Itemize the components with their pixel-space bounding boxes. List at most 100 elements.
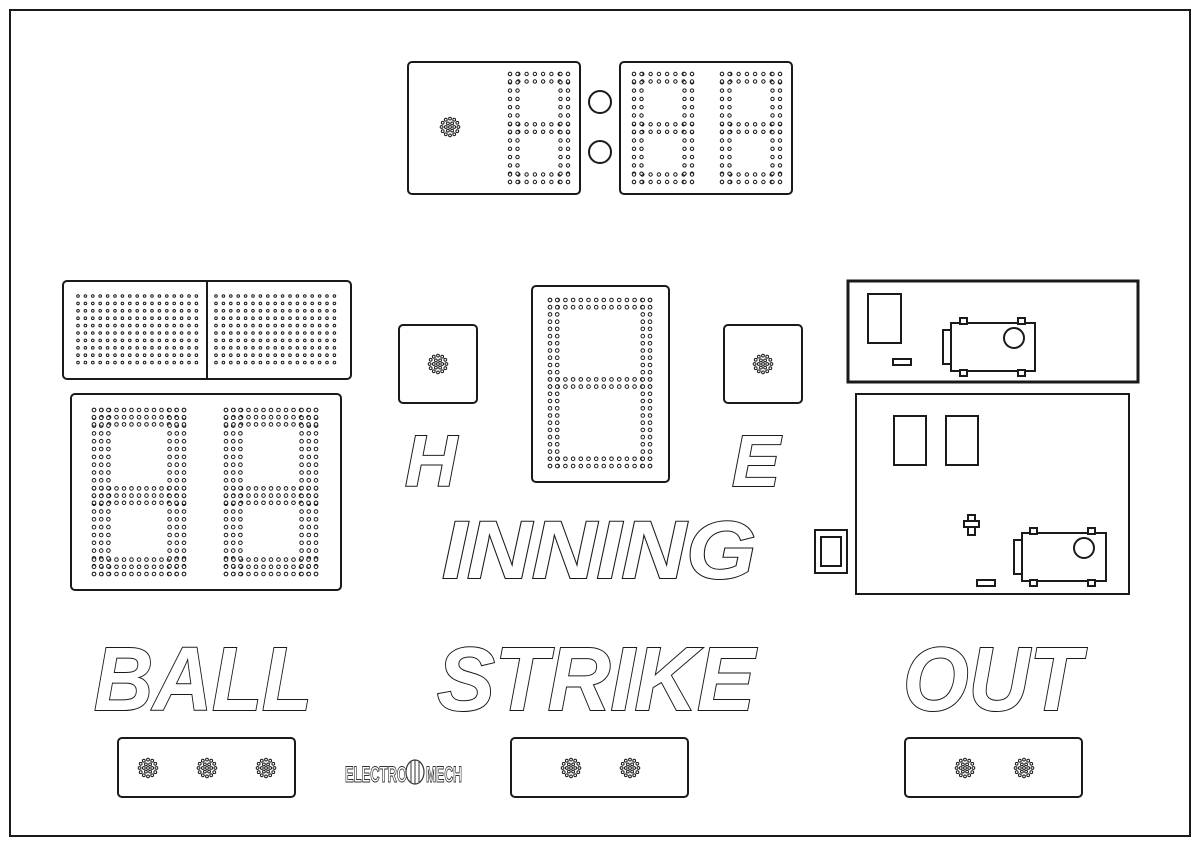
lamp-dot <box>313 462 319 468</box>
lamp-dot <box>144 493 149 498</box>
lamp-dot <box>325 323 329 328</box>
lamp-dot <box>167 454 172 460</box>
lamp-dot <box>570 377 576 382</box>
lamp-dot <box>165 338 169 343</box>
lamp-dot <box>640 326 646 332</box>
lamp-dot <box>1026 766 1031 770</box>
lamp-dot <box>150 773 155 778</box>
lamp-dot <box>631 105 637 110</box>
lamp-dot <box>157 338 162 343</box>
svg-text:MECH: MECH <box>426 762 462 787</box>
lamp-dot <box>443 132 448 137</box>
lamp-dot <box>554 391 560 397</box>
lamp-dot <box>83 316 88 321</box>
lamp-dot <box>609 377 614 382</box>
lamp-dot <box>632 456 637 462</box>
lamp-dot <box>136 407 142 413</box>
lamp-dot <box>223 422 229 427</box>
lamp-dot <box>630 762 634 767</box>
out-indicator-panel <box>904 737 1083 798</box>
lamp-dot <box>230 524 236 530</box>
lamp-dot <box>507 96 513 102</box>
lamp-dot <box>174 470 180 475</box>
lamp-dot <box>647 355 653 361</box>
clock-minutes-panel <box>407 61 581 195</box>
lamp-dot <box>273 301 278 306</box>
lamp-dot <box>565 179 571 185</box>
lamp-dot <box>647 434 653 440</box>
lamp-dot <box>223 462 229 468</box>
lamp-dot <box>253 557 259 562</box>
lamp-dot <box>306 454 312 460</box>
lamp-dot <box>756 362 761 366</box>
lamp-dot <box>965 769 969 774</box>
lamp-dot <box>159 500 164 506</box>
lamp-dot <box>971 766 976 770</box>
lamp-dot <box>682 146 687 152</box>
lamp-dot <box>569 757 573 762</box>
lamp-dot <box>593 377 599 382</box>
lamp-dot <box>230 532 236 538</box>
lamp-dot <box>264 757 268 762</box>
lamp-dot <box>631 71 637 77</box>
lamp-dot <box>214 301 218 306</box>
lamp-dot <box>306 524 312 530</box>
lamp-dot <box>98 360 102 365</box>
lamp-dot <box>291 571 296 577</box>
lamp-dot <box>639 146 644 152</box>
lamp-dot <box>98 353 102 358</box>
lamp-dot <box>174 524 180 530</box>
electro-mech-logo: ELECTRO MECH <box>345 759 463 788</box>
lamp-dot <box>524 179 529 185</box>
lamp-dot <box>230 540 236 546</box>
lamp-dot <box>273 331 278 335</box>
lamp-dot <box>640 449 646 454</box>
lamp-dot <box>258 309 263 313</box>
lamp-dot <box>167 540 172 546</box>
lamp-dot <box>167 517 172 522</box>
lamp-dot <box>167 470 172 475</box>
lamp-dot <box>744 79 750 84</box>
lamp-dot <box>628 757 632 762</box>
lamp-dot <box>276 500 281 506</box>
lamp-dot <box>770 88 775 93</box>
lamp-dot <box>165 294 169 298</box>
lamp-dot <box>689 179 695 185</box>
lamp-dot <box>640 362 646 368</box>
lamp-dot <box>609 456 614 462</box>
lamp-dot <box>181 446 187 452</box>
lamp-dot <box>221 360 226 365</box>
lamp-dot <box>647 463 653 469</box>
lamp-dot <box>120 331 125 335</box>
lamp-dot <box>640 442 646 447</box>
lamp-dot <box>266 762 271 767</box>
lamp-dot <box>317 309 322 313</box>
lamp-dot <box>317 360 322 365</box>
lamp-dot <box>266 316 270 321</box>
lamp-dot <box>313 407 319 413</box>
lamp-dot <box>105 316 110 321</box>
lamp-dot <box>532 71 538 77</box>
lamp-dot <box>83 338 88 343</box>
lamp-dot <box>299 407 304 413</box>
lamp-dot <box>181 532 187 538</box>
team-name-dot-matrix <box>76 294 337 365</box>
lamp-dot <box>238 446 243 452</box>
lamp-dot <box>640 319 646 325</box>
lamp-dot <box>76 301 80 306</box>
lamp-dot <box>524 172 529 177</box>
lamp-dot <box>558 80 563 85</box>
lamp-dot <box>313 470 319 475</box>
lamp-dot <box>753 357 758 362</box>
lamp-dot <box>306 500 311 506</box>
lamp-dot <box>524 79 529 84</box>
lamp-dot <box>258 331 263 335</box>
lamp-dot <box>682 130 687 135</box>
lamp-dot <box>229 309 233 313</box>
lamp-dot <box>181 470 187 475</box>
lamp-dot <box>98 493 104 499</box>
lamp-dot <box>91 323 95 328</box>
lamp-dot <box>128 338 132 343</box>
lamp-dot <box>631 172 637 177</box>
lamp-dot <box>259 766 264 770</box>
